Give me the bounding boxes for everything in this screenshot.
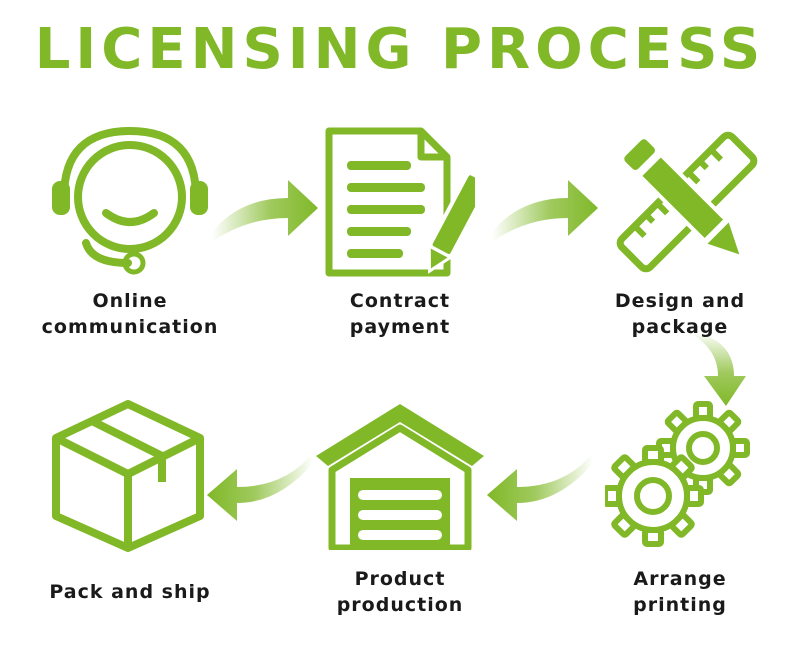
step-label-contract-payment: Contract payment <box>349 290 451 338</box>
contract-icon <box>325 127 475 277</box>
arrow-right-2 <box>492 180 598 242</box>
gears-icon <box>605 401 750 547</box>
arrow-right-1 <box>212 180 318 242</box>
step-label-pack-and-ship: Pack and ship <box>49 581 211 603</box>
step-label-arrange-printing: Arrange printing <box>633 568 727 616</box>
box-icon <box>52 400 204 552</box>
page-title: LICENSING PROCESS <box>34 17 766 82</box>
step-label-design-and-package: Design and package <box>614 290 746 338</box>
arrow-down <box>688 332 746 406</box>
ruler-pencil-icon <box>616 131 758 273</box>
arrow-left-2 <box>207 453 313 521</box>
step-label-product-production: Product production <box>336 568 464 616</box>
step-label-online-communication: Online communication <box>41 290 219 338</box>
headset-icon <box>52 126 208 275</box>
arrow-left-1 <box>487 453 593 521</box>
warehouse-icon <box>316 404 484 550</box>
